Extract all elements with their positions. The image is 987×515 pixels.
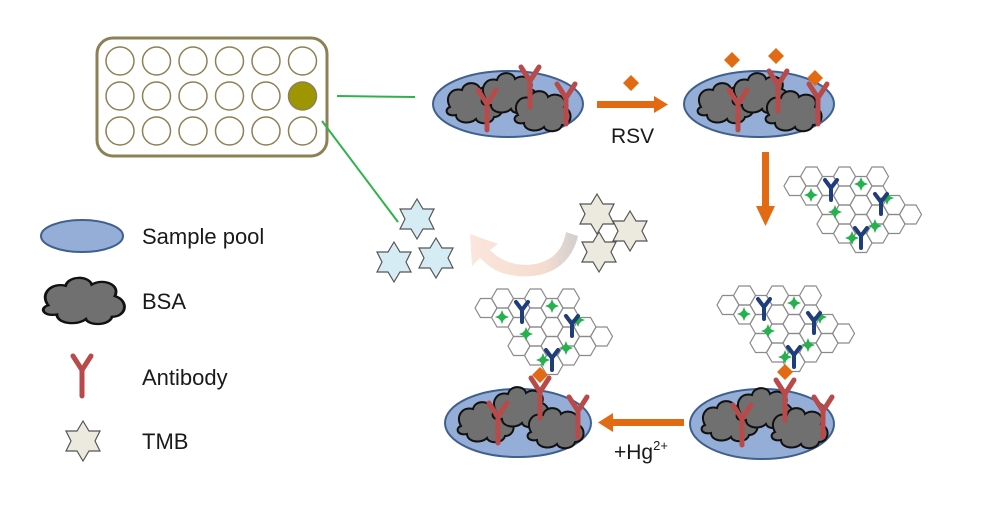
well [251, 116, 281, 146]
well [287, 116, 318, 146]
tmb-cluster-plain [579, 193, 648, 273]
antibody-icon [73, 356, 91, 396]
legend-item-bsa: BSA [41, 276, 186, 326]
legend-label-antibody: Antibody [142, 365, 228, 390]
sample-pool-icon [40, 219, 124, 253]
legend-label-sample-pool: Sample pool [142, 224, 264, 249]
well [214, 46, 245, 76]
legend-item-tmb: TMB [65, 420, 188, 462]
legend: Sample pool BSA Antibody TMB [40, 219, 264, 462]
legend-item-sample-pool: Sample pool [40, 219, 264, 253]
sample-pool-bottom-left [444, 289, 613, 458]
well [287, 46, 318, 76]
well [178, 81, 208, 111]
arrow-down [756, 152, 775, 226]
sample-pool-top-right [683, 48, 835, 138]
label-rsv: RSV [611, 125, 654, 148]
tmb-cluster-oxidized [376, 198, 454, 283]
sample-pool-bottom-right [689, 286, 855, 460]
well [105, 46, 135, 76]
tmb-icon [65, 420, 101, 462]
label-hg: +Hg2+ [614, 438, 668, 464]
sample-pool-top-left [432, 67, 584, 138]
bsa-icon [41, 276, 126, 326]
well [251, 46, 281, 76]
well [178, 46, 208, 76]
legend-item-antibody: Antibody [73, 356, 228, 396]
well [178, 116, 208, 146]
curved-arrow-icon [470, 232, 578, 277]
graphene-sheet-icon [784, 167, 922, 253]
well [105, 81, 135, 111]
well [105, 116, 135, 146]
well [214, 116, 245, 146]
well [251, 81, 281, 111]
well [141, 46, 172, 76]
plate-link-line-top [336, 95, 416, 98]
plate-link-line-bottom [321, 120, 399, 223]
legend-label-bsa: BSA [142, 289, 186, 314]
well [214, 81, 245, 111]
plate-icon [95, 36, 329, 158]
arrow-rsv: RSV [597, 75, 668, 148]
arrow-hg: +Hg2+ [598, 413, 684, 464]
well-filled [287, 81, 318, 111]
antigen-icon [623, 75, 639, 91]
well [141, 81, 172, 111]
well [141, 116, 172, 146]
legend-label-tmb: TMB [142, 429, 188, 454]
